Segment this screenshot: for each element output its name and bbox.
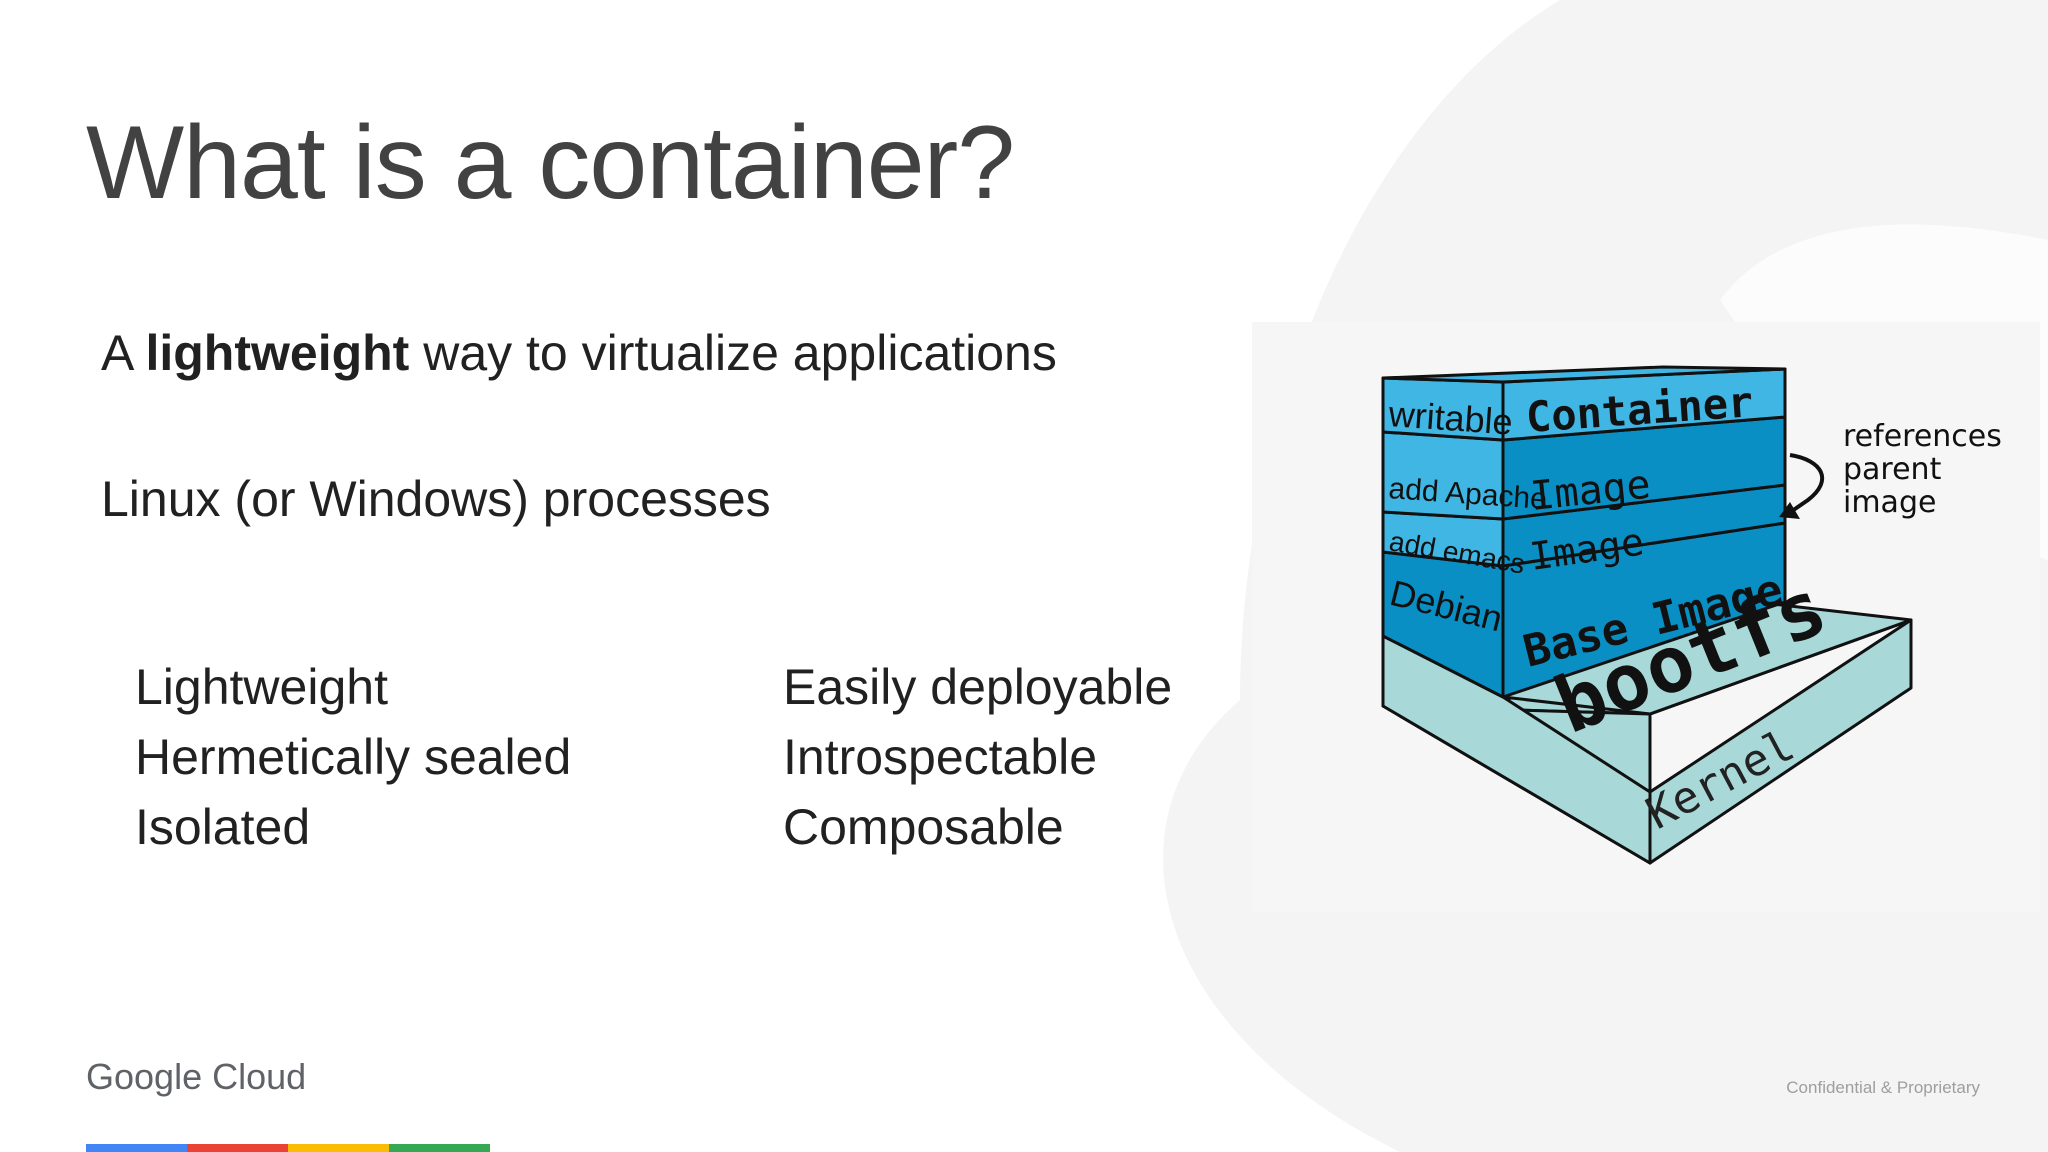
layers-diagram-svg: writable Container add Apache Image add …	[1381, 365, 2002, 865]
annotation-line-3: image	[1843, 485, 1936, 520]
writable-label: writable	[1386, 393, 1514, 443]
reference-arrow	[1789, 453, 1825, 513]
confidential-label: Confidential & Proprietary	[1786, 1078, 1980, 1097]
intro-line: A lightweight way to virtualize applicat…	[101, 324, 1057, 382]
bar-segment	[187, 1144, 288, 1152]
brand-color-bar	[86, 1144, 490, 1152]
property-item: Composable	[783, 799, 1064, 855]
properties-right: Easily deployable Introspectable Composa…	[783, 652, 1172, 862]
kernel-label: Kernel	[1638, 720, 1802, 840]
property-item: Isolated	[135, 799, 311, 855]
bar-segment	[288, 1144, 389, 1152]
arrow-head-icon	[1779, 502, 1800, 519]
intro-bold: lightweight	[145, 325, 410, 381]
kernel-right-face	[1648, 618, 1913, 865]
subtitle-line: Linux (or Windows) processes	[101, 471, 771, 527]
intro-prefix: A	[101, 325, 146, 381]
brand-text: Google Cloud	[86, 1056, 307, 1097]
annotation-line-2: parent	[1843, 452, 1942, 487]
property-item: Introspectable	[783, 729, 1098, 785]
properties-left: Lightweight Hermetically sealed Isolated	[135, 652, 571, 862]
property-item: Easily deployable	[783, 659, 1173, 715]
property-item: Lightweight	[135, 659, 388, 715]
bar-segment	[86, 1144, 187, 1152]
annotation-line-1: references	[1843, 419, 2002, 454]
google-cloud-logo: Google Cloud	[86, 1056, 306, 1098]
property-item: Hermetically sealed	[135, 729, 572, 785]
slide-title: What is a container?	[86, 105, 1015, 221]
bar-segment	[389, 1144, 490, 1152]
container-top-face	[1381, 365, 1787, 384]
container-layers-diagram: writable Container add Apache Image add …	[1252, 322, 2040, 912]
intro-suffix: way to virtualize applications	[409, 325, 1057, 381]
